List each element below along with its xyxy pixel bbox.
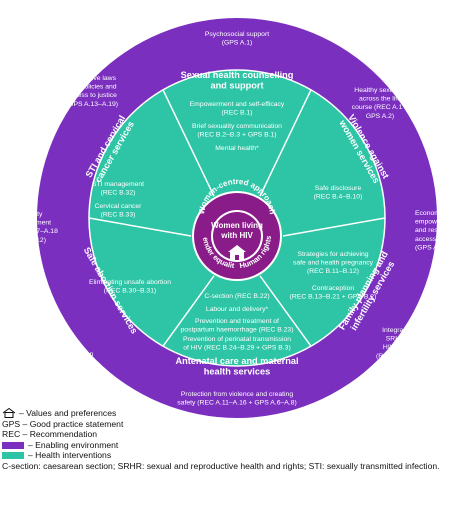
sector-item: Empowerment and self-efficacy(REC B.1) [190,101,285,116]
sector-divider-line [282,217,386,237]
health-swatch [2,452,24,460]
legend-rec-text: REC – Recommendation [2,429,98,440]
sector-divider-line [259,89,312,197]
legend-enabling-text: – Enabling environment [28,439,119,450]
sector-divider-line [162,275,215,347]
legend-health-text: – Health interventions [28,450,112,461]
sector-item: Mental health* [215,145,259,152]
sector-item: Labour and delivery* [206,306,269,313]
center-title-line-1: Women living [211,221,263,230]
center-core [213,212,261,260]
legend-enabling-row: – Enabling environment [2,440,472,451]
sector-items: Empowerment and self-efficacy(REC B.1) Br… [89,101,376,351]
sector-divider-line [259,275,312,347]
legend-health-row: – Health interventions [2,450,472,461]
sector-divider-line [162,89,215,197]
sector-item: Contraception(REC B.13–B.21 + GPS B.2) [290,285,377,300]
enabling-environment-labels: Psychosocial support(GPS A.1) Healthy sex… [8,31,458,407]
sector-item: STI management(REC B.32) [92,181,144,196]
sector-item: Eliminating unsafe abortion(REC B.30–B.3… [89,279,171,294]
legend-abbreviations-row: C-section: caesarean section; SRHR: sexu… [2,461,472,472]
legend-gps-row: GPS – Good practice statement [2,419,472,430]
legend-rec-row: REC – Recommendation [2,429,472,440]
sector-item: Safe disclosure(REC B.4–B.10) [314,185,363,200]
legend-gps-text: GPS – Good practice statement [2,418,124,429]
sector-item: C-section (REC B.22) [204,293,269,300]
legend-values-row: – Values and preferences [2,408,472,419]
sector-item: Cervical cancer(REC B.33) [95,203,143,218]
sector-divider-line [88,217,192,237]
enabling-swatch [2,441,24,449]
legend-abbreviations-text: C-section: caesarean section; SRHR: sexu… [2,460,440,471]
sector-dividers [88,89,386,347]
house-icon [2,408,16,419]
legend: – Values and preferences GPS – Good prac… [2,408,472,472]
center-title-line-2: with HIV [220,231,253,240]
house-icon [228,245,246,260]
sector-item: Brief sexuality communication(REC B.2–B.… [192,123,282,138]
enabling-environment-label: Psychosocial support(GPS A.1) [205,31,269,47]
legend-values-text: – Values and preferences [19,408,117,418]
